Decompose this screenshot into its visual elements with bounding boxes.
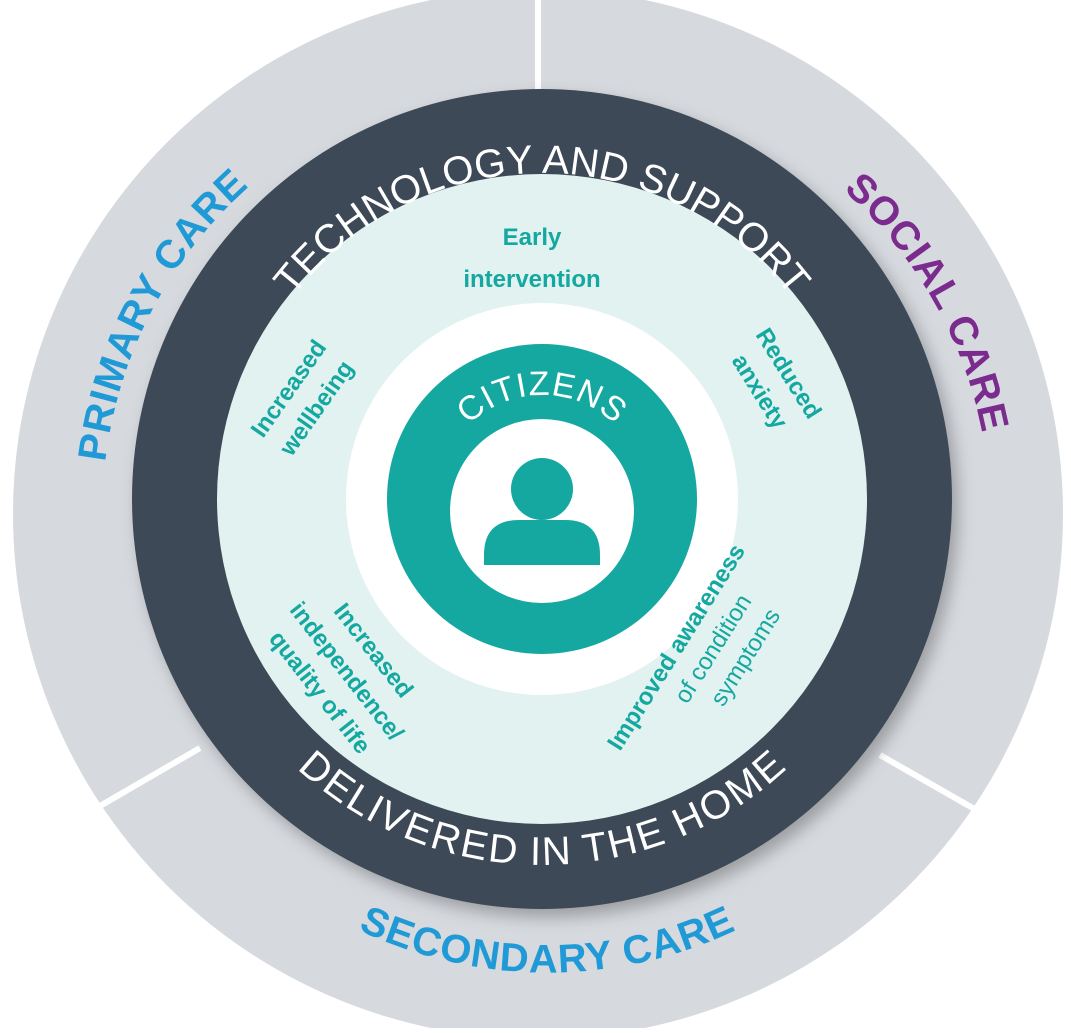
separator-left bbox=[98, 745, 202, 809]
svg-text:Early: Early bbox=[503, 224, 562, 251]
separator-right bbox=[878, 752, 987, 818]
svg-text:intervention: intervention bbox=[463, 266, 600, 293]
person-icon bbox=[484, 458, 600, 565]
benefit-early-intervention: Early intervention bbox=[463, 224, 600, 293]
